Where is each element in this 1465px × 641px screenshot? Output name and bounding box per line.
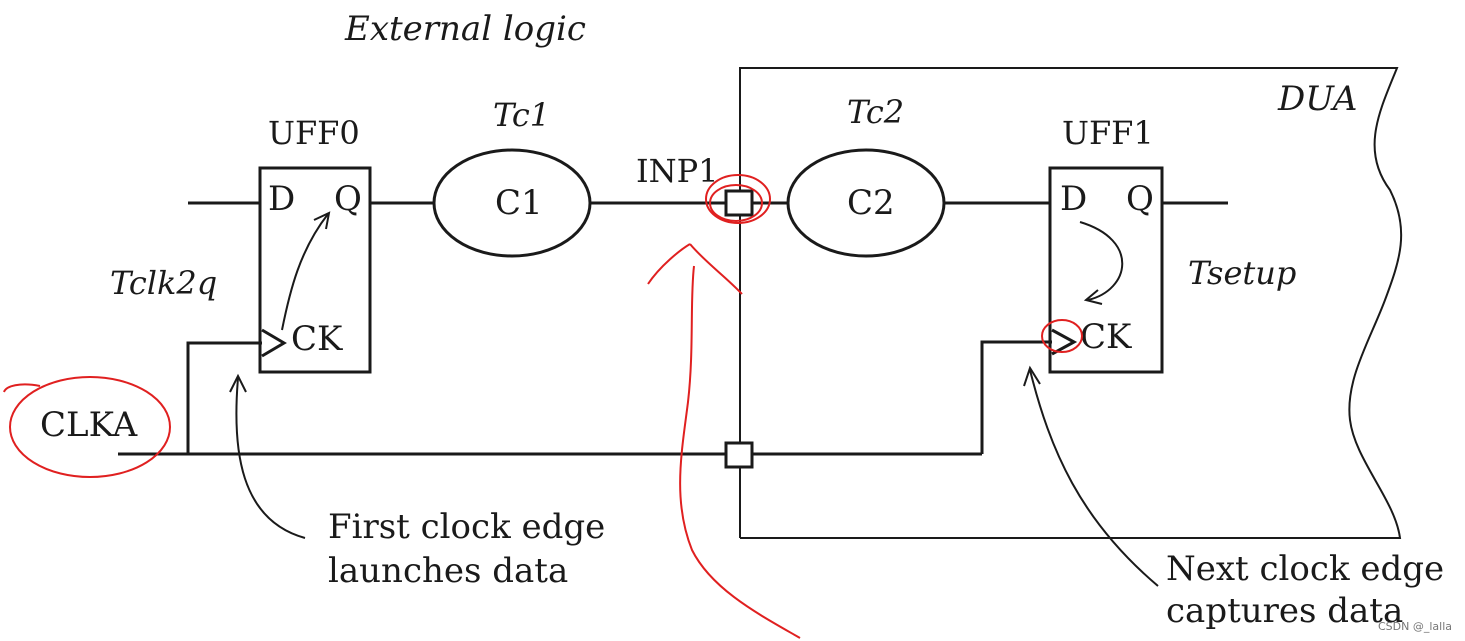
tclk2q-label: Tclk2q	[110, 264, 217, 302]
uff1-clock-triangle-icon	[1051, 328, 1078, 356]
uff0-flip-flop: UFF0 D Q CK	[258, 114, 372, 374]
clka-circle-tail-annotation	[3, 383, 41, 393]
inp1-port: INP1	[636, 152, 754, 217]
uff0-ck-pin: CK	[291, 319, 343, 359]
clka-circle-annotation	[9, 376, 171, 478]
inp1-circle2-annotation	[709, 184, 763, 222]
setup-arrow	[1079, 221, 1124, 305]
uff0-d-pin: D	[268, 179, 295, 219]
launch-note-line2: launches data	[328, 551, 568, 591]
tsetup-label: Tsetup	[1188, 254, 1296, 292]
uff1-d-pin: D	[1060, 179, 1087, 219]
clk-to-q-arrow	[281, 211, 331, 331]
capture-note-line1: Next clock edge	[1166, 549, 1444, 589]
inp1-port-square	[724, 189, 754, 217]
uff1-box	[1048, 166, 1164, 374]
red-pointer-arrow	[647, 243, 743, 295]
uff1-name: UFF1	[1062, 114, 1154, 152]
uff0-q-pin: Q	[334, 179, 362, 219]
clock-wires	[118, 340, 1052, 456]
uff0-box	[258, 166, 372, 374]
red-annotations	[3, 174, 1083, 639]
c1-logic: C1 Tc1	[432, 96, 592, 258]
external-logic-label: External logic	[344, 9, 586, 49]
watermark: CSDN @_lalla	[1378, 620, 1452, 633]
launch-callout: First clock edge launches data	[229, 373, 605, 591]
uff0-clock-triangle-icon	[261, 328, 287, 358]
capture-arrow	[1023, 365, 1159, 587]
uff1-ck-circle-annotation	[1041, 319, 1083, 353]
c2-label: C2	[847, 183, 895, 223]
capture-callout: Next clock edge captures data	[1023, 365, 1444, 631]
capture-note-line2: captures data	[1166, 591, 1403, 631]
clock-port-square	[724, 441, 754, 469]
launch-note-line1: First clock edge	[328, 507, 605, 547]
launch-arrow	[229, 373, 306, 539]
dua-boundary	[739, 67, 1403, 539]
uff1-q-pin: Q	[1126, 179, 1154, 219]
inp1-label: INP1	[636, 152, 719, 190]
clka-label: CLKA	[40, 405, 138, 445]
uff0-name: UFF0	[268, 114, 360, 152]
uff1-ck-pin: CK	[1080, 317, 1132, 357]
red-long-stroke	[679, 265, 801, 639]
inp1-circle-annotation	[705, 174, 771, 224]
c2-logic: C2 Tc2	[786, 93, 946, 258]
tc1-label: Tc1	[493, 96, 550, 134]
dua-label: DUA	[1277, 79, 1357, 119]
c1-label: C1	[495, 183, 543, 223]
uff1-flip-flop: UFF1 D Q CK	[1048, 114, 1164, 374]
tc2-label: Tc2	[847, 93, 904, 131]
